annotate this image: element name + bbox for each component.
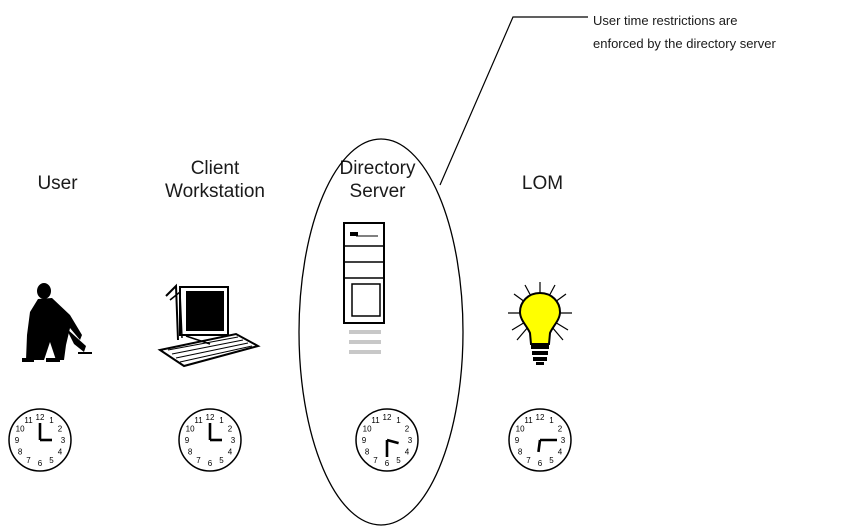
- clock-numeral: 7: [196, 456, 201, 465]
- clock-numeral: 8: [18, 448, 23, 457]
- clock-numeral: 1: [49, 416, 54, 425]
- clock-hour-hand: [537, 439, 542, 453]
- lom-title-line-1: LOM: [521, 173, 564, 194]
- workstation-icon: [157, 283, 261, 368]
- clock-numeral: 7: [26, 456, 31, 465]
- clock-numeral: 2: [228, 425, 233, 434]
- server-title-line-1: Directory: [339, 158, 416, 179]
- clock-numeral: 9: [185, 436, 190, 445]
- clock-numeral: 11: [371, 416, 380, 425]
- client-title-line-2: Workstation: [165, 181, 265, 202]
- clock-numeral: 1: [549, 416, 554, 425]
- callout-line-1: User time restrictions are: [593, 13, 738, 28]
- user-title: User: [20, 172, 95, 195]
- light-bulb-icon: [508, 282, 572, 365]
- clock-numeral: 5: [219, 456, 224, 465]
- lom-title: LOM: [505, 172, 580, 195]
- clock-numeral: 1: [396, 416, 401, 425]
- clock-numeral: 9: [362, 436, 367, 445]
- clock-numeral: 5: [396, 456, 401, 465]
- clock-numeral: 11: [194, 416, 203, 425]
- directory-server-title: Directory Server: [325, 157, 430, 203]
- user-title-line-1: User: [37, 173, 78, 194]
- clock-numeral: 10: [16, 425, 25, 434]
- client-title-line-1: Client: [190, 158, 240, 179]
- callout-leader-line: [439, 16, 588, 186]
- clock-numeral: 5: [549, 456, 554, 465]
- clock-numeral: 12: [206, 413, 215, 422]
- user-figure-icon: [22, 283, 92, 362]
- clock-numeral: 8: [188, 448, 193, 457]
- clock-numeral: 4: [228, 448, 233, 457]
- clock-numeral: 8: [518, 448, 523, 457]
- clock-numeral: 11: [24, 416, 33, 425]
- clock-numeral: 6: [38, 459, 43, 468]
- clock-numeral: 9: [515, 436, 520, 445]
- server-tower-icon: [343, 222, 385, 354]
- callout-text: User time restrictions are enforced by t…: [593, 9, 776, 55]
- clock-numeral: 10: [363, 425, 372, 434]
- clock-numeral: 3: [61, 436, 66, 445]
- clock-numeral: 7: [373, 456, 378, 465]
- clock-numeral: 1: [219, 416, 224, 425]
- clock-numeral: 8: [365, 448, 370, 457]
- clock-numeral: 5: [49, 456, 54, 465]
- clock-numeral: 9: [15, 436, 20, 445]
- clock-numeral: 3: [231, 436, 236, 445]
- clock-numeral: 6: [208, 459, 213, 468]
- clock-numeral: 12: [36, 413, 45, 422]
- server-highlight-ellipse: [298, 138, 464, 526]
- clock-numeral: 6: [385, 459, 390, 468]
- clock-numeral: 2: [405, 425, 410, 434]
- clock-numeral: 10: [516, 425, 525, 434]
- clock-numeral: 3: [561, 436, 566, 445]
- clock-numeral: 2: [58, 425, 63, 434]
- clock-numeral: 10: [186, 425, 195, 434]
- clock-numeral: 7: [526, 456, 531, 465]
- clock-numeral: 4: [558, 448, 563, 457]
- server-title-line-2: Server: [349, 181, 406, 202]
- clock-numeral: 12: [383, 413, 392, 422]
- clock-hour-hand: [386, 438, 399, 445]
- clock-numeral: 11: [524, 416, 533, 425]
- clock-numeral: 6: [538, 459, 543, 468]
- clock-numeral: 4: [405, 448, 410, 457]
- clock-numeral: 2: [558, 425, 563, 434]
- clock-numeral: 12: [536, 413, 545, 422]
- callout-line-2: enforced by the directory server: [593, 36, 776, 51]
- clock-numeral: 4: [58, 448, 63, 457]
- clock-numeral: 3: [408, 436, 413, 445]
- client-workstation-title: Client Workstation: [150, 157, 280, 203]
